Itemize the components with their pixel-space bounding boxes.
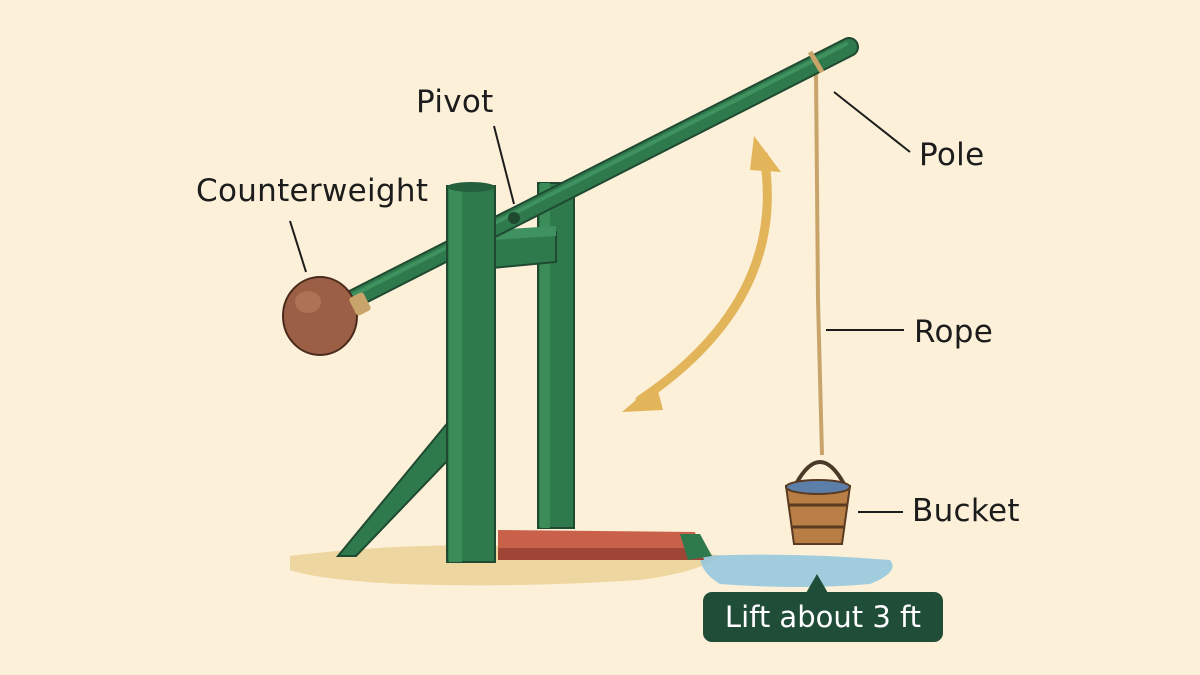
rope-line xyxy=(814,69,824,456)
label-pole: Pole xyxy=(919,137,985,173)
pole-leader xyxy=(833,91,911,153)
swing-arrow xyxy=(622,136,781,412)
water-trough xyxy=(498,530,712,560)
front-post xyxy=(446,182,496,563)
callout-pointer xyxy=(806,574,828,593)
lever-pole xyxy=(312,37,859,325)
label-pivot: Pivot xyxy=(416,84,494,120)
water-channel xyxy=(700,554,893,587)
counterweight-leader xyxy=(289,220,307,273)
label-counterweight: Counterweight xyxy=(196,173,429,209)
pivot-leader xyxy=(493,125,515,205)
diagonal-brace xyxy=(335,417,451,557)
counterweight-stone xyxy=(282,276,371,356)
pivot-pin xyxy=(508,212,520,224)
label-rope: Rope xyxy=(914,314,994,350)
label-bucket: Bucket xyxy=(912,493,1020,529)
lift-callout: Lift about 3 ft xyxy=(703,592,943,642)
bucket xyxy=(784,460,852,545)
